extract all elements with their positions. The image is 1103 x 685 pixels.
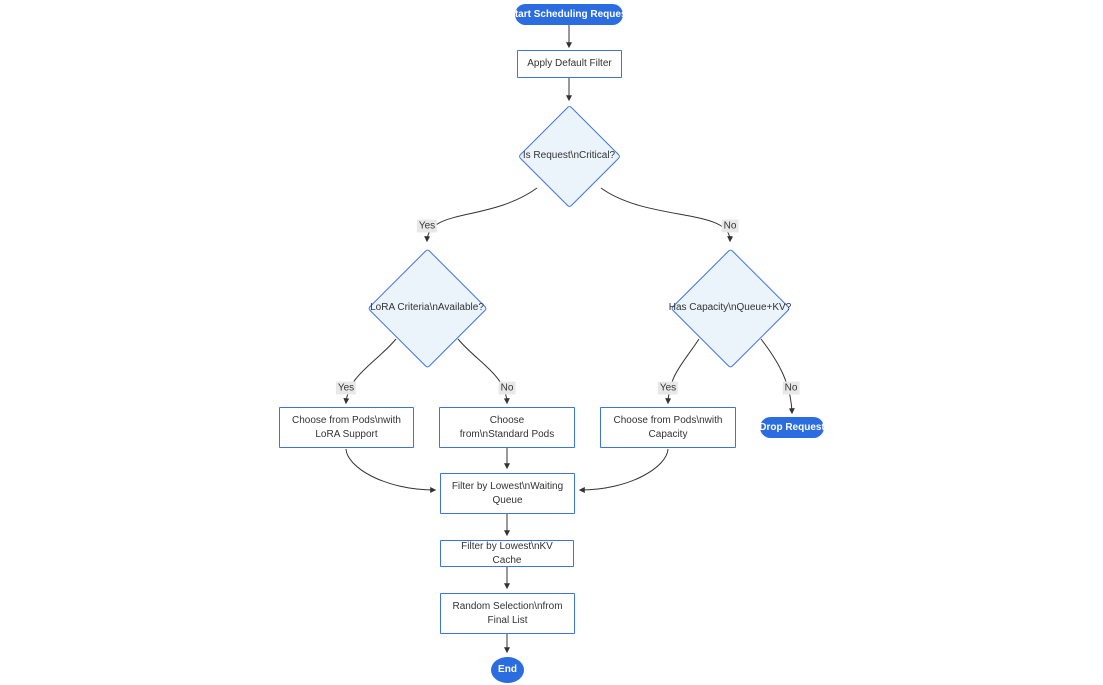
edge-label-capacity-no: No <box>782 381 800 395</box>
edge-lora-no-to-choose-standard <box>457 338 510 405</box>
node-label: Apply Default Filter <box>527 58 612 70</box>
node-random-selection-final-list: Random Selection\nfrom Final List <box>440 593 575 634</box>
node-label: End <box>498 664 517 676</box>
node-label: Drop Request <box>759 421 825 433</box>
node-label: Choose from Pods\nwith Capacity <box>613 415 723 440</box>
node-filter-lowest-waiting-queue: Filter by Lowest\nWaiting Queue <box>440 473 575 514</box>
edge-choose-capacity-to-filter-queue <box>578 448 669 493</box>
node-label: LoRA Criteria\nAvailable? <box>370 302 484 314</box>
node-label: Start Scheduling Request <box>508 8 630 20</box>
edge-label-capacity-yes: Yes <box>657 381 679 395</box>
edge-choose-lora-to-filter-queue <box>345 448 437 493</box>
node-label: Is Request\nCritical? <box>522 150 616 162</box>
node-end: End <box>491 657 524 683</box>
node-filter-lowest-kv-cache: Filter by Lowest\nKV Cache <box>440 540 574 567</box>
node-label: Filter by Lowest\nKV Cache <box>461 541 553 566</box>
node-drop-request: Drop Request <box>759 417 825 438</box>
node-label: Choose from Pods\nwith LoRA Support <box>292 415 401 440</box>
edge-label-critical-yes: Yes <box>416 219 438 233</box>
node-label: Random Selection\nfrom Final List <box>452 601 563 626</box>
node-is-request-critical: Is Request\nCritical? <box>517 104 621 208</box>
edge-label-critical-no: No <box>721 219 739 233</box>
edge-label-lora-yes: Yes <box>335 381 357 395</box>
node-has-capacity-queue-kv: Has Capacity\nQueue+KV? <box>668 247 792 369</box>
node-label: Choose from\nStandard Pods <box>459 415 555 440</box>
node-choose-pods-lora-support: Choose from Pods\nwith LoRA Support <box>279 407 414 448</box>
node-label: Has Capacity\nQueue+KV? <box>668 302 792 314</box>
node-choose-standard-pods: Choose from\nStandard Pods <box>439 407 575 448</box>
node-choose-pods-capacity: Choose from Pods\nwith Capacity <box>600 407 736 448</box>
node-start: Start Scheduling Request <box>508 4 630 25</box>
edge-capacity-yes-to-choose-capacity <box>665 338 700 405</box>
node-label: Filter by Lowest\nWaiting Queue <box>451 481 564 506</box>
edge-lora-yes-to-choose-lora <box>343 338 397 405</box>
node-lora-criteria-available: LoRA Criteria\nAvailable? <box>366 247 488 369</box>
node-apply-default-filter: Apply Default Filter <box>517 50 622 78</box>
edge-capacity-no-to-drop <box>760 338 795 415</box>
edge-label-lora-no: No <box>498 381 516 395</box>
